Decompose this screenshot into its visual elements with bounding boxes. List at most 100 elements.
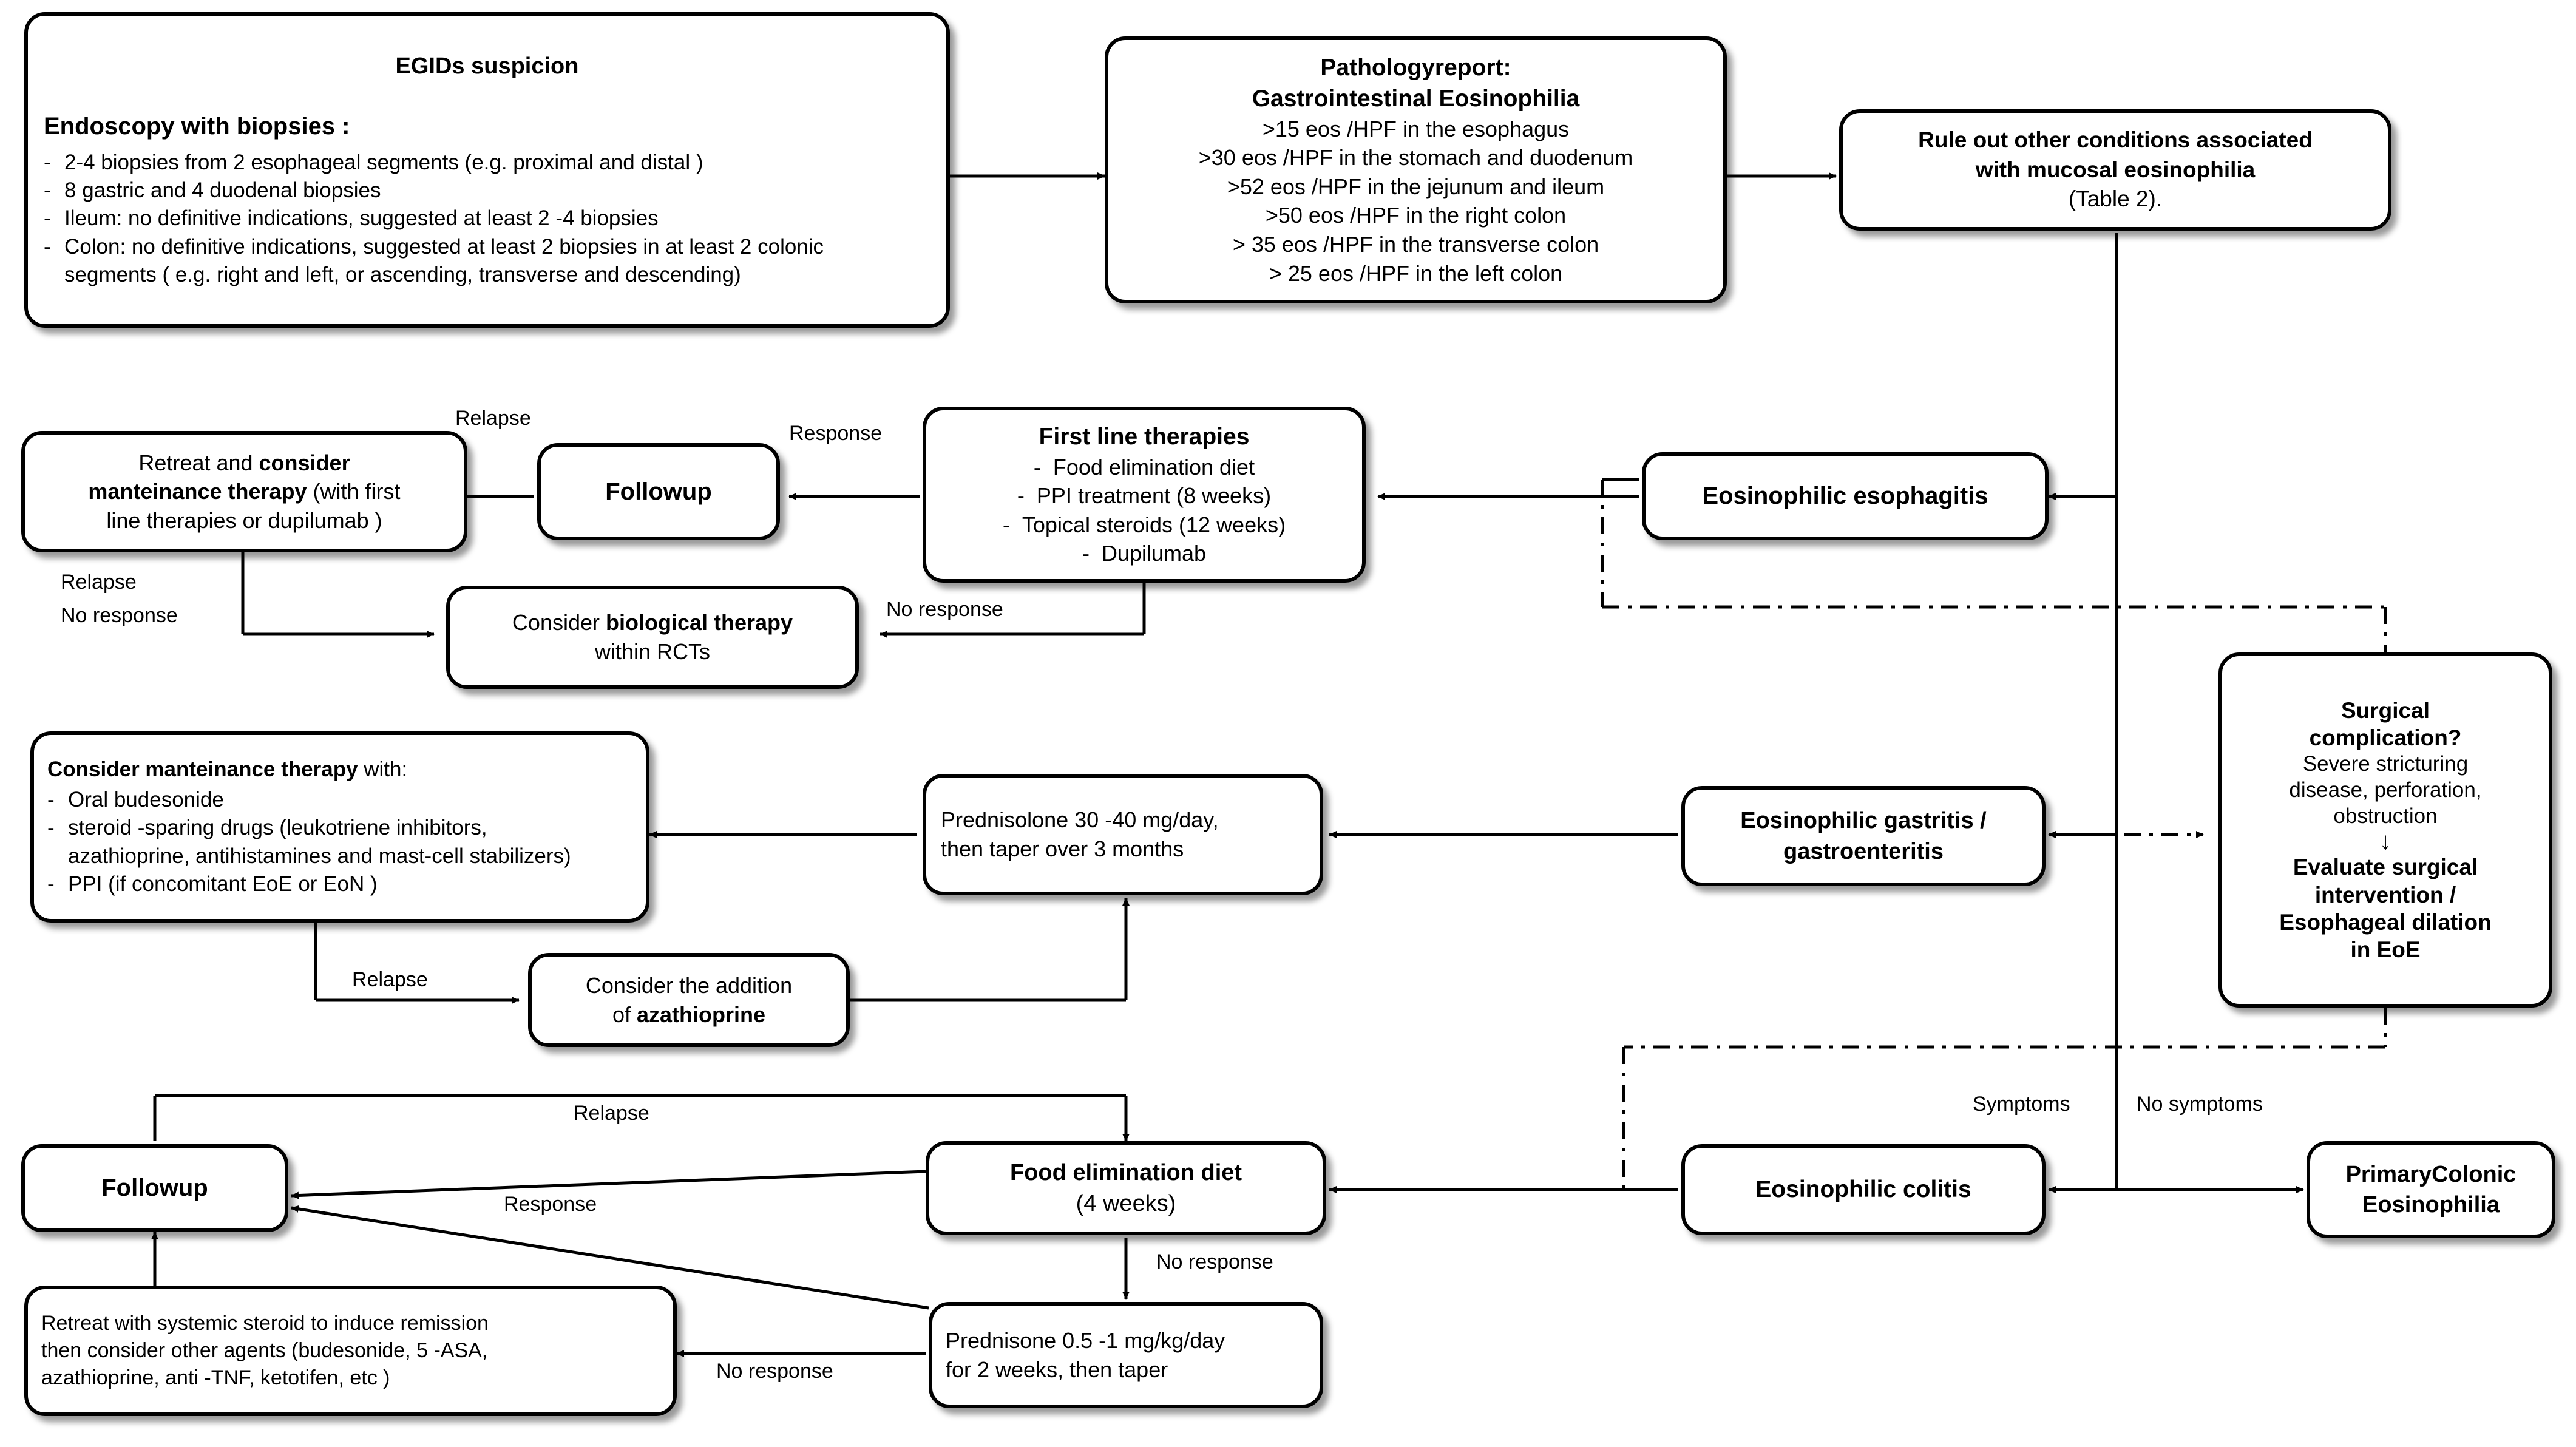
- azathioprine-line-2: of azathioprine: [612, 1000, 765, 1029]
- node-followup-bottom[interactable]: Followup: [21, 1144, 288, 1232]
- edge-label-symptoms: Symptoms: [1973, 1093, 2070, 1116]
- bullet-dash-icon: -: [1002, 512, 1022, 537]
- edge-label-response-bottom: Response: [504, 1193, 597, 1216]
- followup-bottom-label: Followup: [101, 1174, 208, 1202]
- maintenance-title-bold: Consider manteinance therapy: [47, 757, 358, 782]
- ruleout-line-1: Rule out other conditions associated: [1918, 127, 2313, 152]
- azathioprine-seg-2: of: [612, 1001, 637, 1027]
- edge-label-relapse-1: Relapse: [61, 571, 137, 594]
- pathology-line: > 35 eos /HPF in the transverse colon: [1232, 231, 1599, 257]
- egids-bullet-text: Ileum: no definitive indications, sugges…: [64, 206, 659, 231]
- ruleout-line-3: (Table 2).: [2068, 186, 2163, 212]
- node-consider-azathioprine[interactable]: Consider the addition of azathioprine: [528, 953, 850, 1047]
- retreat-line-1: Retreat and consider: [138, 449, 350, 478]
- egids-title: EGIDs suspicion: [395, 53, 579, 80]
- pathology-line: >52 eos /HPF in the jejunum and ileum: [1227, 174, 1605, 199]
- pathology-line: >15 eos /HPF in the esophagus: [1262, 116, 1570, 141]
- ruleout-line-2: with mucosal eosinophilia: [1975, 157, 2256, 182]
- egids-bullet-text: 8 gastric and 4 duodenal biopsies: [64, 178, 381, 203]
- surgical-body-1: Severe stricturing: [2302, 752, 2469, 776]
- node-pathology-report[interactable]: Pathologyreport: Gastrointestinal Eosino…: [1105, 36, 1727, 303]
- gastritis-line-2: gastroenteritis: [1783, 838, 1944, 864]
- bullet-dash-icon: -: [47, 788, 55, 812]
- surgical-out-4: in EoE: [2350, 937, 2421, 962]
- egids-bullet: - 8 gastric and 4 duodenal biopsies: [44, 177, 930, 205]
- retreat-seg-3: manteinance therapy: [88, 479, 307, 504]
- egids-subtitle: Endoscopy with biopsies :: [44, 113, 350, 140]
- eoe-label: Eosinophilic esophagitis: [1702, 483, 1988, 510]
- maintenance-title: Consider manteinance therapy with:: [47, 756, 407, 784]
- edge-label-no-symptoms: No symptoms: [2137, 1093, 2263, 1116]
- egids-bullet: - Colon: no definitive indications, sugg…: [44, 233, 930, 289]
- bullet-dash-icon: -: [47, 816, 55, 840]
- biological-seg-1: Consider: [512, 610, 606, 635]
- azathioprine-line-1: Consider the addition: [585, 972, 793, 998]
- retreat-seg-4: (with first: [307, 479, 401, 504]
- edge-label-relapse-bottom: Relapse: [574, 1102, 649, 1125]
- surgical-out-1: Evaluate surgical: [2293, 855, 2478, 880]
- edge-label-response-top: Response: [789, 422, 883, 445]
- surgical-title-1: Surgical: [2341, 698, 2430, 724]
- node-prednisolone[interactable]: Prednisolone 30 -40 mg/day, then taper o…: [923, 774, 1323, 895]
- retreat-seg-2: consider: [259, 450, 350, 475]
- first-line-bullet: - Topical steroids (12 weeks): [1002, 512, 1286, 537]
- node-primary-colonic-eosinophilia[interactable]: PrimaryColonic Eosinophilia: [2307, 1141, 2555, 1238]
- down-arrow-icon: ↓: [2379, 828, 2391, 855]
- egids-bullet-text: Colon: no definitive indications, sugges…: [64, 234, 824, 286]
- bullet-dash-icon: -: [44, 178, 51, 203]
- first-line-title: First line therapies: [1039, 424, 1250, 450]
- node-first-line-therapies[interactable]: First line therapies - Food elimination …: [923, 407, 1366, 583]
- biological-seg-2: biological therapy: [606, 610, 793, 635]
- edge-label-relapse-aza: Relapse: [352, 968, 428, 991]
- node-eosinophilic-esophagitis[interactable]: Eosinophilic esophagitis: [1642, 452, 2049, 540]
- surgical-out-3: Esophageal dilation: [2279, 909, 2492, 935]
- pathology-line: >50 eos /HPF in the right colon: [1265, 203, 1567, 228]
- retreat-seg-1: Retreat and: [138, 450, 259, 475]
- node-eosinophilic-colitis[interactable]: Eosinophilic colitis: [1681, 1144, 2046, 1235]
- node-rule-out-conditions[interactable]: Rule out other conditions associated wit…: [1839, 109, 2391, 231]
- node-retreat-consider-maintenance[interactable]: Retreat and consider manteinance therapy…: [21, 431, 467, 552]
- retreat-systemic-line-3: azathioprine, anti -TNF, ketotifen, etc …: [41, 1366, 390, 1389]
- edge-label-no-response-1: No response: [61, 604, 178, 627]
- pathology-title-1: Pathologyreport:: [1320, 54, 1511, 81]
- node-biological-therapy[interactable]: Consider biological therapy within RCTs: [446, 586, 859, 689]
- biological-line-2: within RCTs: [594, 639, 711, 664]
- first-line-bullet: - PPI treatment (8 weeks): [1017, 483, 1272, 509]
- maintenance-title-tail: with:: [358, 757, 408, 782]
- biological-line-1: Consider biological therapy: [512, 608, 793, 637]
- edge-label-no-response-firstline: No response: [886, 598, 1003, 621]
- retreat-line-3: line therapies or dupilumab ): [106, 507, 382, 533]
- bullet-dash-icon: -: [47, 872, 55, 896]
- prednisone-line-1: Prednisone 0.5 -1 mg/kg/day: [946, 1327, 1225, 1353]
- pathology-line: > 25 eos /HPF in the left colon: [1269, 260, 1563, 286]
- gastritis-line-1: Eosinophilic gastritis /: [1740, 808, 1987, 834]
- edge-label-no-response-pred: No response: [716, 1360, 833, 1383]
- node-surgical-complication[interactable]: Surgical complication? Severe stricturin…: [2218, 652, 2552, 1008]
- pathology-title-2: Gastrointestinal Eosinophilia: [1252, 86, 1580, 112]
- bullet-dash-icon: -: [44, 206, 51, 231]
- first-line-bullet: - Dupilumab: [1082, 541, 1207, 566]
- followup-top-label: Followup: [605, 478, 712, 505]
- node-consider-maintenance-therapy[interactable]: Consider manteinance therapy with: - Ora…: [30, 731, 649, 923]
- node-eosinophilic-gastritis[interactable]: Eosinophilic gastritis / gastroenteritis: [1681, 786, 2046, 886]
- colitis-label: Eosinophilic colitis: [1755, 1176, 1971, 1203]
- node-prednisone[interactable]: Prednisone 0.5 -1 mg/kg/day for 2 weeks,…: [929, 1302, 1323, 1408]
- node-egids-suspicion[interactable]: EGIDs suspicion Endoscopy with biopsies …: [24, 12, 950, 328]
- edge-label-relapse-top: Relapse: [455, 407, 531, 430]
- surgical-body-3: obstruction: [2333, 804, 2438, 828]
- bullet-dash-icon: -: [1082, 541, 1102, 566]
- surgical-body-2: disease, perforation,: [2289, 778, 2482, 802]
- egids-bullet-text: 2-4 biopsies from 2 esophageal segments …: [64, 151, 703, 174]
- prednisolone-line-1: Prednisolone 30 -40 mg/day,: [941, 807, 1219, 833]
- pathology-line: >30 eos /HPF in the stomach and duodenum: [1198, 145, 1633, 171]
- azathioprine-seg-3: azathioprine: [637, 1001, 766, 1027]
- node-followup-top[interactable]: Followup: [537, 443, 780, 540]
- retreat-systemic-line-1: Retreat with systemic steroid to induce …: [41, 1312, 489, 1335]
- egids-bullet: - Ileum: no definitive indications, sugg…: [44, 205, 930, 232]
- node-retreat-systemic-steroid[interactable]: Retreat with systemic steroid to induce …: [24, 1286, 677, 1416]
- food-elim-line-2: (4 weeks): [1076, 1190, 1176, 1216]
- surgical-title-2: complication?: [2309, 725, 2462, 751]
- node-food-elimination-diet[interactable]: Food elimination diet (4 weeks): [926, 1141, 1326, 1235]
- food-elim-line-1: Food elimination diet: [1009, 1160, 1242, 1186]
